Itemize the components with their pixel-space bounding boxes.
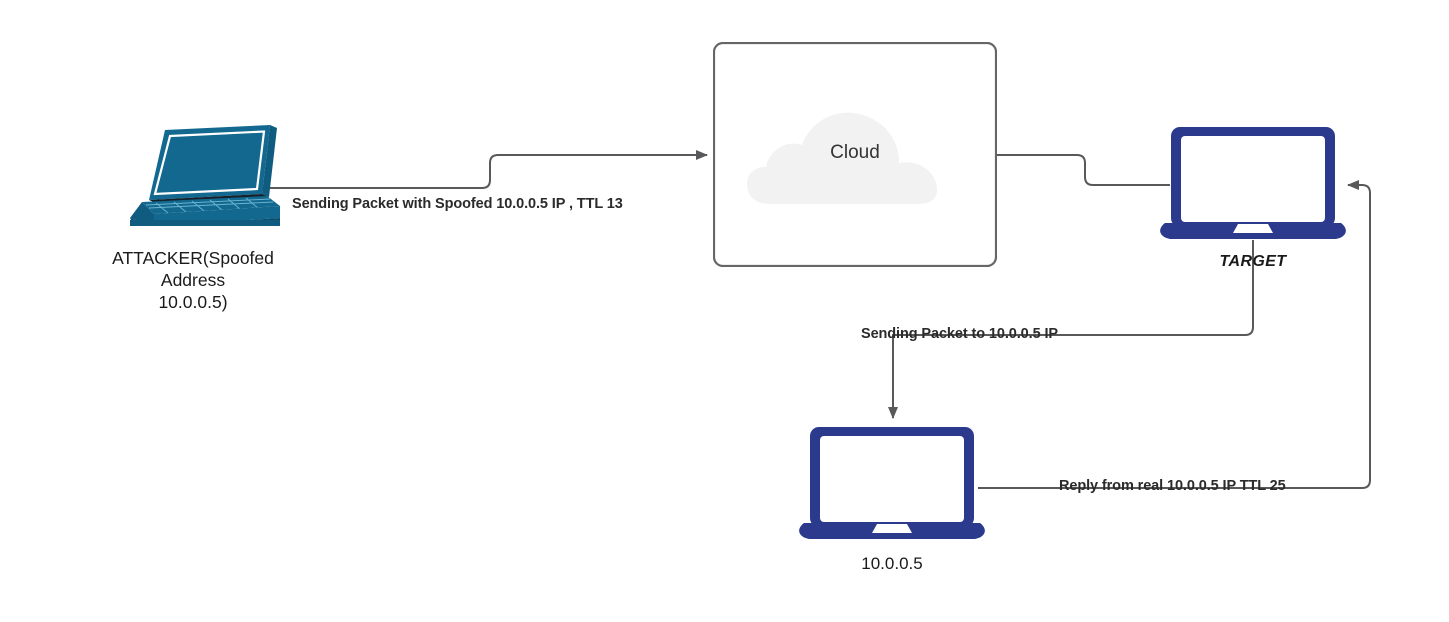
edge-target-to-victim xyxy=(888,240,1254,419)
edge-cloud-to-target xyxy=(997,154,1170,186)
laptop-front-icon xyxy=(799,427,985,539)
node-victim[interactable] xyxy=(794,425,990,545)
cloud-box-icon xyxy=(712,41,998,268)
node-target[interactable] xyxy=(1155,125,1351,245)
cloud-icon xyxy=(747,112,938,204)
edge-victim-to-reply-target xyxy=(978,180,1371,489)
node-attacker[interactable] xyxy=(112,122,282,232)
laptop-front-icon xyxy=(1160,127,1346,239)
edge-label-forwarded-packet: Sending Packet to 10.0.0.5 IP xyxy=(861,326,1058,342)
edge-label-reply-packet: Reply from real 10.0.0.5 IP TTL 25 xyxy=(1059,478,1286,494)
edge-label-spoofed-packet: Sending Packet with Spoofed 10.0.0.5 IP … xyxy=(292,196,623,212)
node-cloud[interactable] xyxy=(712,41,998,268)
edge-attacker-to-cloud xyxy=(262,150,708,189)
laptop-isometric-icon xyxy=(130,125,280,226)
